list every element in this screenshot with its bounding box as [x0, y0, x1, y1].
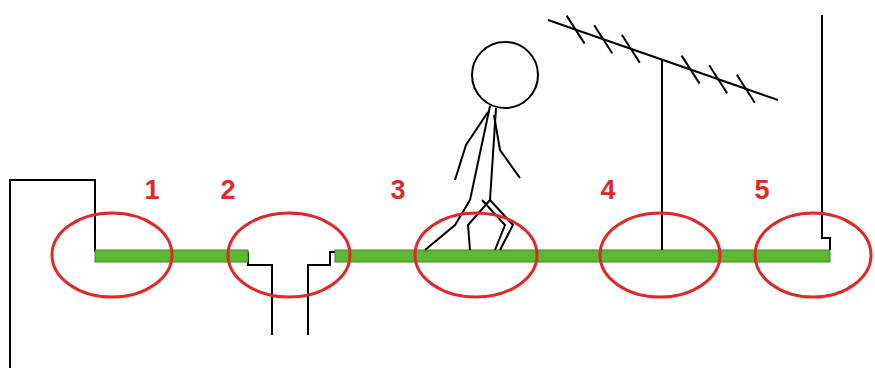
- callout-number: 1: [144, 177, 159, 204]
- callout-number: 4: [600, 177, 615, 204]
- antenna-element: [567, 16, 585, 44]
- antenna-element: [622, 35, 640, 63]
- callout-number: 2: [220, 177, 235, 204]
- structure-lines: [10, 15, 830, 368]
- antenna-element: [709, 65, 727, 93]
- callout-number: 5: [754, 177, 769, 204]
- callout-number: 3: [390, 177, 405, 204]
- antenna-element: [594, 25, 612, 53]
- antenna-element: [737, 75, 755, 103]
- parapet-wall: [10, 180, 95, 368]
- highlight-circle: [52, 213, 871, 297]
- antenna-element: [682, 56, 700, 84]
- antenna: [548, 16, 778, 250]
